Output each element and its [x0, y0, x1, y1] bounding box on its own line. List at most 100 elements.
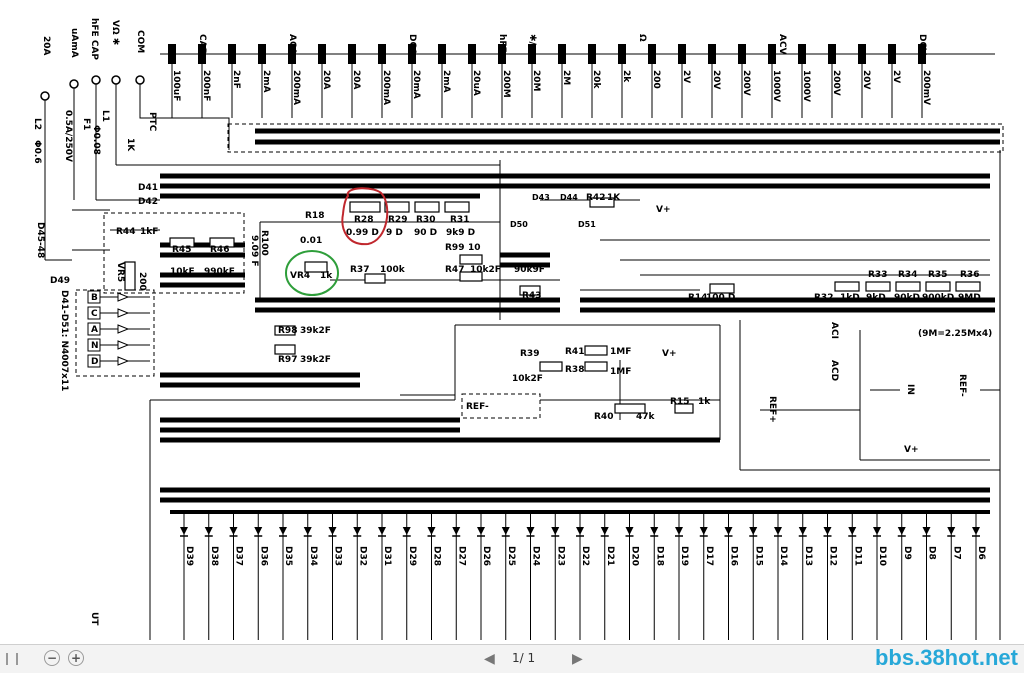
- wiring: [44, 84, 1001, 640]
- range-label: 1000V: [771, 70, 781, 102]
- d42-label: D42: [138, 197, 158, 207]
- diode-symbol: [600, 527, 609, 535]
- aci-label: ACI: [829, 322, 839, 339]
- page-indicator: 1/ 1: [512, 651, 536, 665]
- range-group-label: CAP: [197, 34, 207, 55]
- range-label: 2nF: [231, 70, 241, 89]
- diode-symbol: [452, 527, 461, 535]
- r33-value: 9kD: [866, 293, 886, 303]
- connector-pin-label: D: [91, 357, 98, 367]
- d41-label: D41: [138, 183, 158, 193]
- diode-label: D16: [729, 546, 739, 566]
- diode-label: D37: [234, 546, 244, 566]
- diode-label: D9: [902, 546, 912, 560]
- diode-symbol: [947, 527, 956, 535]
- sidebar-handle-icon[interactable]: [6, 653, 18, 665]
- next-page-icon[interactable]: ▶: [572, 651, 583, 667]
- diode-label: D26: [481, 546, 491, 566]
- diode-label: D25: [506, 546, 516, 566]
- terminal-hfecap-label: hFE CAP: [89, 18, 99, 60]
- r41-label: R41: [565, 347, 584, 357]
- ptc-label: PTC: [147, 112, 157, 132]
- prev-page-icon[interactable]: ◀: [484, 651, 495, 667]
- diode-label: D7: [951, 546, 961, 560]
- diode-symbol: [328, 527, 337, 535]
- diode-label: D11: [852, 546, 862, 566]
- diode-label: D8: [927, 546, 937, 560]
- l2-value: Φ0.6: [32, 140, 42, 164]
- l1-value: Φ0.08: [91, 125, 101, 155]
- range-label: 200V: [831, 70, 841, 96]
- range-label: 100uF: [171, 70, 181, 101]
- r46-value: 990kF: [204, 267, 235, 277]
- r46-label: R46: [210, 245, 229, 255]
- diode-symbol: [749, 527, 758, 535]
- r30-label: R30: [416, 215, 435, 225]
- diode-label: D15: [753, 546, 763, 566]
- diode-symbol: [279, 527, 287, 535]
- r42-value: 1K: [607, 193, 621, 203]
- r34-value: 90kD: [894, 293, 920, 303]
- d44-label: D44: [560, 193, 578, 202]
- diode-label: D33: [333, 546, 343, 566]
- range-group-label: DCA: [407, 34, 417, 55]
- diode-symbol: [427, 527, 436, 535]
- diode-label: D20: [630, 546, 640, 566]
- diode-symbol: [551, 527, 560, 535]
- diode-label: D38: [209, 546, 219, 566]
- vr5-value: 200: [137, 272, 147, 291]
- diode-label: D32: [357, 546, 367, 566]
- l2-label: L2: [32, 118, 42, 130]
- range-label: 200M: [501, 70, 511, 98]
- r43-value: 90k9F: [514, 265, 545, 275]
- range-label: 2k: [621, 70, 631, 83]
- range-label: 2mA: [261, 70, 271, 93]
- range-label: 20M: [531, 70, 541, 92]
- range-label: 200mA: [381, 70, 391, 105]
- diode-symbol: [675, 527, 683, 535]
- terminal-uama-label: uAmA: [69, 28, 79, 58]
- diode-label: D13: [803, 546, 813, 566]
- diode-symbol: [254, 527, 263, 535]
- diode-label: D23: [555, 546, 565, 566]
- f1-label: F1: [81, 118, 91, 130]
- range-group-label: hFE: [497, 34, 507, 53]
- range-label: 200mA: [291, 70, 301, 105]
- diode-symbol: [526, 527, 535, 535]
- vr4-label: VR4: [290, 271, 310, 281]
- diode-label: D29: [407, 546, 417, 566]
- diode-label: D34: [308, 546, 318, 566]
- r98-value: 39k2F: [300, 326, 331, 336]
- range-label: 200V: [741, 70, 751, 96]
- diode-symbol: [922, 527, 931, 535]
- vplus-label: V+: [656, 205, 671, 215]
- r14-label: R14: [688, 293, 707, 303]
- r37-value: 100k: [380, 265, 406, 275]
- d49-label: D49: [50, 276, 70, 286]
- diode-label: D21: [605, 546, 615, 566]
- range-label: 20V: [861, 70, 871, 90]
- r14-value: 100 D: [706, 293, 735, 303]
- r18-label: R18: [305, 211, 324, 221]
- zoom-in-button[interactable]: +: [68, 650, 84, 666]
- diode-symbol: [848, 527, 857, 535]
- diode-label: D31: [382, 546, 392, 566]
- r44-label: R44: [116, 227, 135, 237]
- r29-label: R29: [388, 215, 407, 225]
- viewer-toolbar: − + ◀ 1/ 1 ▶ bbs.38hot.net: [0, 644, 1024, 673]
- zoom-out-button[interactable]: −: [44, 650, 60, 666]
- range-label: 20A: [321, 70, 331, 90]
- r43-label: R43: [522, 291, 541, 301]
- r34-label: R34: [898, 270, 917, 280]
- range-label: 20A: [351, 70, 361, 90]
- r99-label: R99: [445, 243, 464, 253]
- range-label: 20mA: [411, 70, 421, 99]
- r98-label: R98: [278, 326, 297, 336]
- vplus-r39: V+: [662, 349, 677, 359]
- red-highlight-circle: [341, 187, 389, 246]
- range-label: 2V: [681, 70, 691, 83]
- diode-label: D10: [877, 546, 887, 566]
